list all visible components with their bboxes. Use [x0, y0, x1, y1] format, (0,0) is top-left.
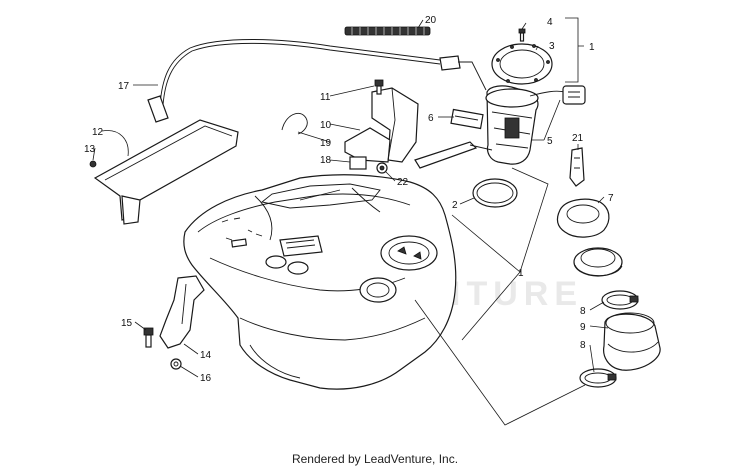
hose-clamp	[579, 368, 617, 388]
filler-hose	[603, 312, 661, 371]
hose-clip	[281, 112, 308, 135]
tank-bracket	[344, 87, 419, 163]
callout-7: 7	[608, 193, 614, 204]
callout-6: 6	[428, 113, 434, 124]
nut	[170, 358, 182, 370]
callout-16: 16	[200, 373, 212, 384]
callout-19: 19	[320, 138, 332, 149]
fuel-tank	[183, 174, 457, 390]
vent-hose	[147, 39, 487, 123]
callout-1b: 1	[518, 268, 524, 279]
callout-11: 11	[320, 92, 331, 103]
fuel-cap	[556, 198, 623, 277]
hose-sleeve	[344, 26, 431, 36]
bolt	[518, 28, 526, 42]
lock-ring	[491, 43, 553, 85]
footer-credit: Rendered by LeadVenture, Inc.	[291, 452, 459, 466]
callout-12: 12	[92, 127, 104, 138]
rubber-pad	[349, 156, 367, 170]
callout-22: 22	[397, 177, 409, 188]
fuel-sensor	[569, 147, 585, 187]
mounting-strap	[159, 275, 205, 349]
wire-harness	[529, 85, 586, 105]
callout-labels: 1 1 2 3 4 5 6 7 8 8 9 10 11 12 13 14 15 …	[84, 15, 614, 384]
callout-2: 2	[452, 200, 458, 211]
bolt	[374, 79, 384, 95]
gasket	[472, 178, 518, 208]
callout-10: 10	[320, 120, 332, 131]
callout-13: 13	[84, 144, 96, 155]
callout-3: 3	[549, 41, 555, 52]
callout-18: 18	[320, 155, 332, 166]
fuel-pump-assembly	[414, 85, 539, 169]
callout-1a: 1	[589, 42, 595, 53]
callout-9: 9	[580, 322, 586, 333]
bolt	[143, 327, 154, 348]
callout-17: 17	[118, 81, 130, 92]
callout-8a: 8	[580, 306, 586, 317]
callout-20: 20	[425, 15, 437, 26]
leader-lines	[92, 17, 609, 426]
hose-clamp	[601, 290, 639, 310]
callout-15: 15	[121, 318, 133, 329]
callout-21: 21	[572, 133, 584, 144]
screw	[89, 160, 97, 168]
callout-14: 14	[200, 350, 212, 361]
grommet	[376, 162, 388, 174]
heat-shield	[93, 119, 239, 225]
callout-5: 5	[547, 136, 553, 147]
callout-4: 4	[547, 17, 553, 28]
callout-8b: 8	[580, 340, 586, 351]
